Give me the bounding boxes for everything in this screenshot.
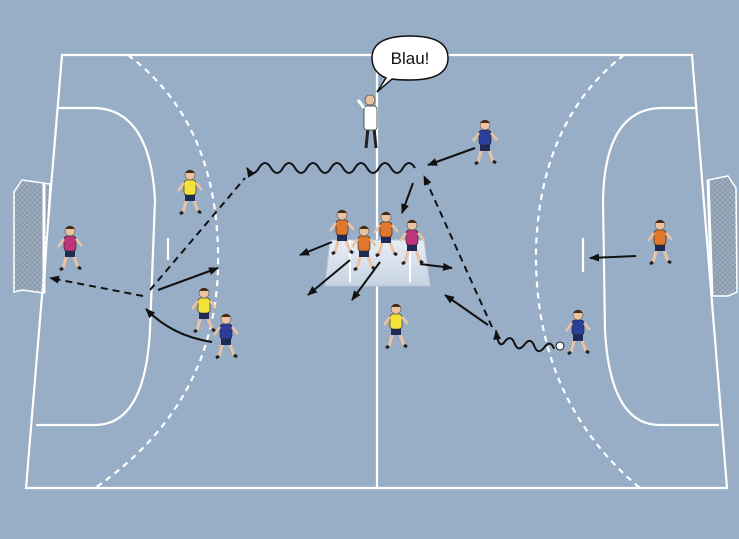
- referee-callout-text: Blau!: [391, 49, 430, 68]
- right-goal-net-icon: [708, 176, 737, 296]
- left-goal-net-icon: [14, 180, 50, 293]
- ball-icon: [556, 342, 564, 350]
